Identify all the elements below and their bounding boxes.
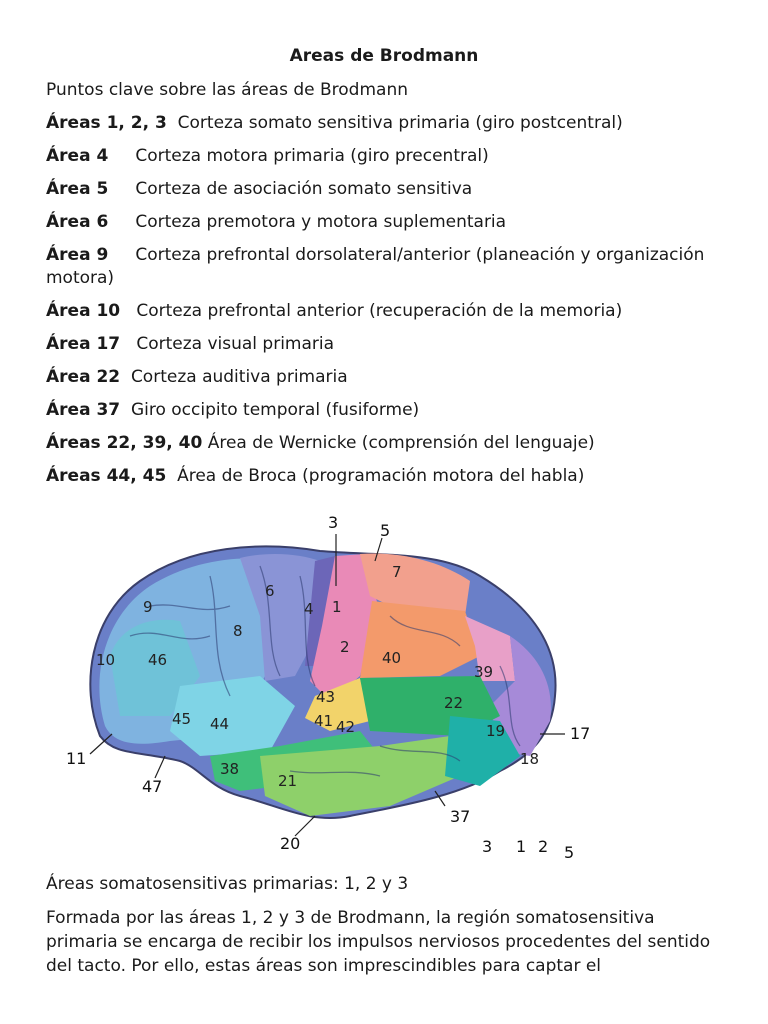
area-item: Área 22 Corteza auditiva primaria <box>46 366 736 389</box>
area-label: Área 22 <box>46 367 121 387</box>
region-label-6: 6 <box>265 582 275 600</box>
external-label-5: 5 <box>380 521 390 540</box>
bottom-label-5: 5 <box>564 843 574 862</box>
external-label-20: 20 <box>280 834 300 853</box>
areas-list: Áreas 1, 2, 3 Corteza somato sensitiva p… <box>46 112 736 498</box>
area-label: Áreas 44, 45 <box>46 466 167 486</box>
area-4544-region <box>170 676 295 756</box>
area-item: Área 6 Corteza premotora y motora suplem… <box>46 211 736 234</box>
area-label: Área 10 <box>46 301 121 321</box>
region-label-22: 22 <box>444 694 463 712</box>
area-description: Corteza auditiva primaria <box>130 367 348 387</box>
area-label: Área 9 <box>46 245 109 265</box>
area-occipital-region <box>490 636 551 756</box>
area-item: Áreas 22, 39, 40 Área de Wernicke (compr… <box>46 432 736 455</box>
region-number-labels: 6 9 4 1 8 7 2 40 10 46 39 43 22 45 44 41… <box>96 563 539 790</box>
area-description: Corteza visual primaria <box>136 334 335 354</box>
intro-text: Puntos clave sobre las áreas de Brodmann <box>46 80 408 100</box>
area-312-region <box>310 554 378 701</box>
brodmann-brain-figure: 6 9 4 1 8 7 2 40 10 46 39 43 22 45 44 41… <box>60 506 620 866</box>
area-item: Área 17 Corteza visual primaria <box>46 333 736 356</box>
brain-diagram: 6 9 4 1 8 7 2 40 10 46 39 43 22 45 44 41… <box>66 513 590 862</box>
area-description: Corteza prefrontal anterior (recuperació… <box>136 301 623 321</box>
area-description: Área de Wernicke (comprensión del lengua… <box>207 433 595 453</box>
section-heading: Áreas somatosensitivas primarias: 1, 2 y… <box>46 874 409 894</box>
external-label-17: 17 <box>570 724 590 743</box>
region-label-38: 38 <box>220 760 239 778</box>
area-description: Corteza motora primaria (giro precentral… <box>135 146 489 166</box>
region-label-39: 39 <box>474 663 493 681</box>
area-description: Corteza de asociación somato sensitiva <box>135 179 473 199</box>
region-label-43: 43 <box>316 688 335 706</box>
area-item: Área 9 Corteza prefrontal dorsolateral/a… <box>46 244 736 290</box>
region-label-9: 9 <box>143 598 153 616</box>
area-label: Áreas 22, 39, 40 <box>46 433 203 453</box>
region-label-18: 18 <box>520 750 539 768</box>
area-item: Área 10 Corteza prefrontal anterior (rec… <box>46 300 736 323</box>
area-label: Área 6 <box>46 212 109 232</box>
area-item: Áreas 1, 2, 3 Corteza somato sensitiva p… <box>46 112 736 135</box>
bottom-label-1: 1 <box>516 837 526 856</box>
area-item: Área 5 Corteza de asociación somato sens… <box>46 178 736 201</box>
external-label-37: 37 <box>450 807 470 826</box>
area-label: Área 5 <box>46 179 109 199</box>
area-10-46-region <box>110 619 200 716</box>
section-paragraph: Formada por las áreas 1, 2 y 3 de Brodma… <box>46 908 711 976</box>
area-description: Giro occipito temporal (fusiforme) <box>130 400 420 420</box>
region-label-45: 45 <box>172 710 191 728</box>
region-label-41: 41 <box>314 712 333 730</box>
area-39-region <box>465 616 515 681</box>
area-label: Área 4 <box>46 146 109 166</box>
external-label-3: 3 <box>328 513 338 532</box>
external-label-47: 47 <box>142 777 162 796</box>
region-label-40: 40 <box>382 649 401 667</box>
area-57-region <box>360 553 470 616</box>
region-label-46: 46 <box>148 651 167 669</box>
area-item: Área 37 Giro occipito temporal (fusiform… <box>46 399 736 422</box>
region-label-19: 19 <box>486 722 505 740</box>
region-label-8: 8 <box>233 622 243 640</box>
region-label-10: 10 <box>96 651 115 669</box>
area-item: Áreas 44, 45 Área de Broca (programación… <box>46 465 736 488</box>
page-title: Areas de Brodmann <box>289 46 479 66</box>
region-label-21: 21 <box>278 772 297 790</box>
area-label: Área 17 <box>46 334 121 354</box>
external-label-11: 11 <box>66 749 86 768</box>
region-label-42: 42 <box>336 718 355 736</box>
area-description: Corteza somato sensitiva primaria (giro … <box>177 113 623 133</box>
region-label-7: 7 <box>392 563 402 581</box>
region-label-44: 44 <box>210 715 229 733</box>
bottom-label-3: 3 <box>482 837 492 856</box>
region-label-1: 1 <box>332 598 342 616</box>
area-label: Área 37 <box>46 400 121 420</box>
area-37-region <box>445 716 520 786</box>
area-description: Corteza premotora y motora suplementaria <box>135 212 507 232</box>
area-434142-region <box>305 678 370 731</box>
bottom-label-2: 2 <box>538 837 548 856</box>
region-label-4: 4 <box>304 600 314 618</box>
area-description: Corteza prefrontal dorsolateral/anterior… <box>46 245 705 288</box>
leader-lines <box>89 534 565 837</box>
region-label-2: 2 <box>340 638 350 656</box>
area-label: Áreas 1, 2, 3 <box>46 113 167 133</box>
area-40-region <box>360 601 480 678</box>
area-item: Área 4 Corteza motora primaria (giro pre… <box>46 145 736 168</box>
sulci-lines <box>129 565 521 777</box>
area-21-region <box>260 736 460 816</box>
area-description: Área de Broca (programación motora del h… <box>177 466 585 486</box>
